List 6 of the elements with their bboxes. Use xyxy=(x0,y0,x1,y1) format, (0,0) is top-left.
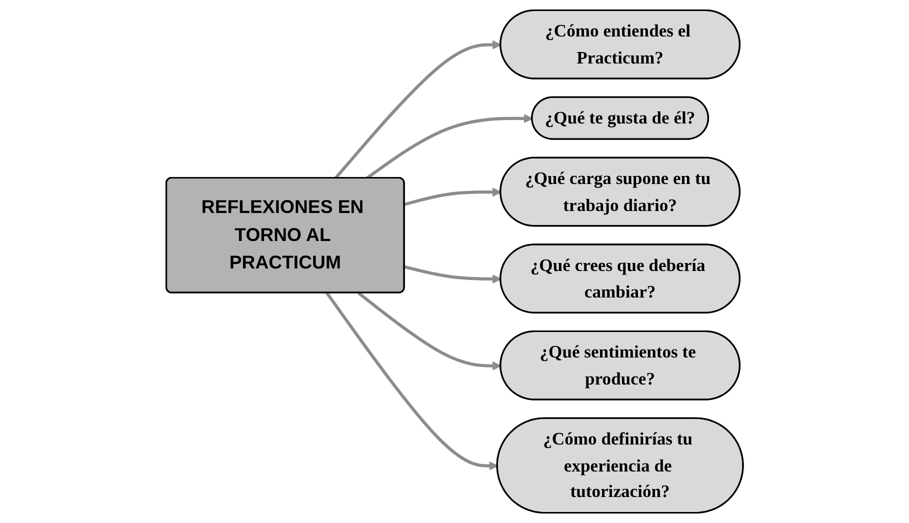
arrow xyxy=(334,40,502,180)
mind-map-diagram: REFLEXIONES EN TORNO AL PRACTICUM ¿Cómo entiendes el Practicum? ¿Qué te gusta de él? ¿Qué carga supone en tu trabajo diario? ¿Qué crees que debería cambiar? ¿Qué sentimientos te produce? ¿Cómo definirías tu experiencia de tutorización? xyxy=(158,2,752,521)
arrow xyxy=(357,292,502,370)
arrow xyxy=(404,188,502,206)
arrow xyxy=(404,265,502,284)
arrow xyxy=(326,292,498,470)
